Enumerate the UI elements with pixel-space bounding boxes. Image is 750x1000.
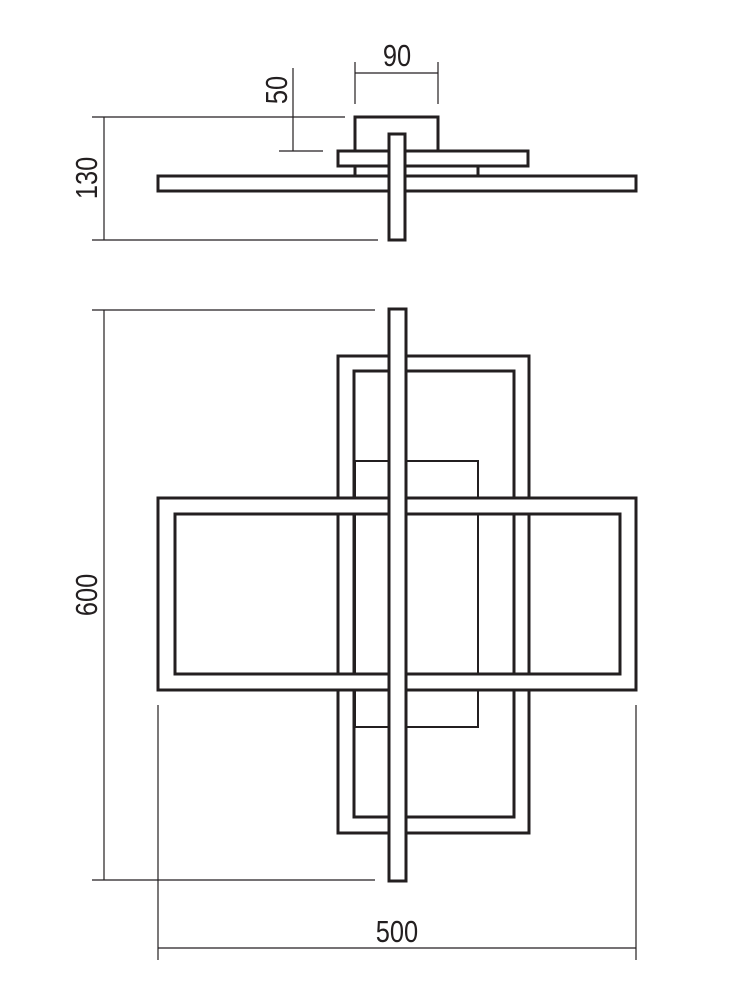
dimension-90: 90 xyxy=(354,39,439,104)
dimension-label-90: 90 xyxy=(383,39,411,74)
dimension-130: 130 xyxy=(70,116,378,241)
side-view: 90 50 130 xyxy=(70,39,638,242)
middle-plate xyxy=(336,149,530,168)
vertical-bar-side xyxy=(387,132,407,242)
top-view: 600 500 xyxy=(70,307,638,960)
dimension-50: 50 xyxy=(260,68,323,152)
horizontal-frame xyxy=(156,496,638,692)
dimension-500: 500 xyxy=(157,705,637,960)
dimension-label-500: 500 xyxy=(376,915,418,950)
dimension-label-50: 50 xyxy=(260,76,295,104)
vertical-frame xyxy=(336,354,531,835)
dimension-label-130: 130 xyxy=(70,157,105,199)
dimension-600: 600 xyxy=(70,309,375,881)
vertical-bar-top xyxy=(387,307,408,883)
dimension-label-600: 600 xyxy=(70,574,105,616)
